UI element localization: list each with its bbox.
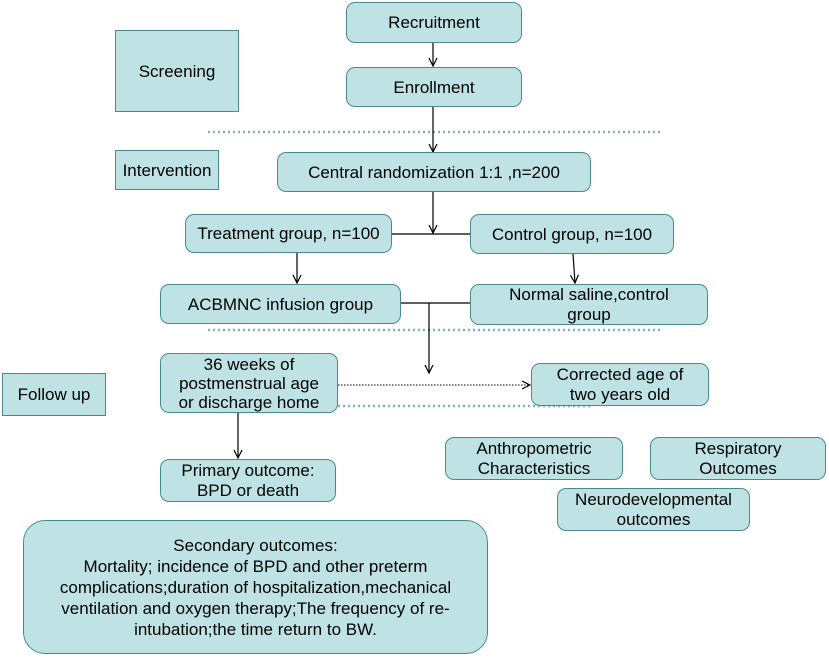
node-respiratory: Respiratory Outcomes [650,437,826,480]
phase-screening: Screening [115,30,239,112]
node-secondary-outcomes: Secondary outcomes: Mortality; incidence… [23,520,488,654]
node-treatment-group: Treatment group, n=100 [185,214,392,253]
node-corrected-age: Corrected age of two years old [531,363,709,406]
node-primary-outcome: Primary outcome: BPD or death [160,459,336,502]
node-control-group: Control group, n=100 [470,214,674,254]
node-saline-group: Normal saline,control group [470,284,708,325]
phase-follow-up: Follow up [2,373,106,416]
arrow-control-saline [573,253,575,283]
node-acbmnc-group: ACBMNC infusion group [160,284,401,324]
node-enrollment: Enrollment [346,67,522,107]
node-neurodevelopmental: Neurodevelopmental outcomes [557,488,750,531]
node-randomization: Central randomization 1:1 ,n=200 [277,152,591,192]
node-anthropometric: Anthropometric Characteristics [445,437,623,480]
node-36-weeks: 36 weeks of postmenstrual age or dischar… [160,353,338,413]
phase-intervention: Intervention [115,150,219,190]
node-recruitment: Recruitment [346,2,522,43]
